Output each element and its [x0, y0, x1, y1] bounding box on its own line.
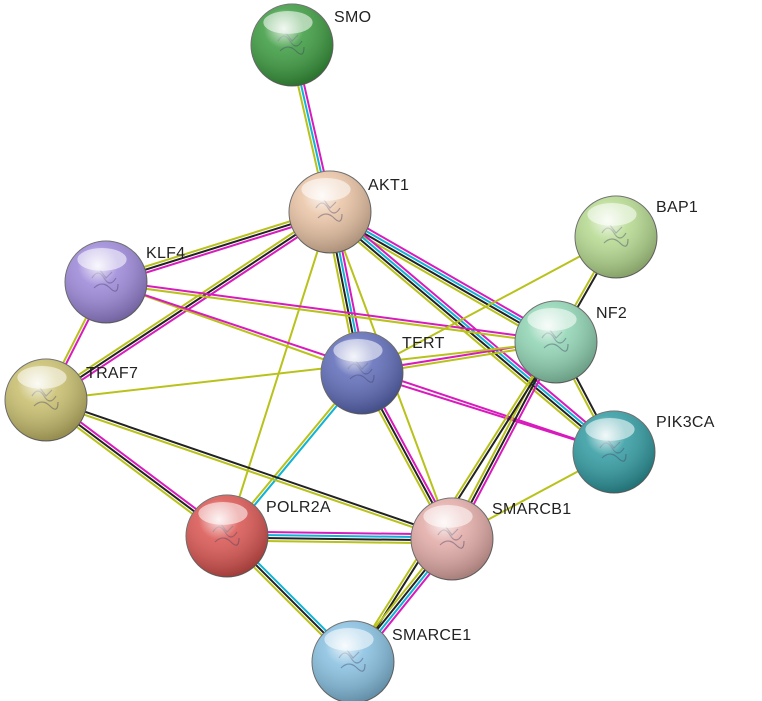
edge-akt1-traf7[interactable] — [43, 208, 333, 404]
node-highlight — [423, 504, 473, 528]
node-highlight — [17, 365, 67, 389]
node-label-nf2: NF2 — [596, 305, 627, 322]
node-label-traf7: TRAF7 — [86, 365, 138, 382]
edge-traf7-nf2[interactable] — [45, 341, 557, 401]
node-label-akt1: AKT1 — [368, 177, 409, 194]
node-label-smarce1: SMARCE1 — [392, 627, 471, 644]
edge-evidence-databases — [329, 209, 558, 342]
node-highlight — [77, 247, 127, 271]
node-highlight — [585, 417, 635, 441]
edge-evidence-databases — [329, 209, 616, 452]
node-label-smo: SMO — [334, 9, 371, 26]
node-smarcb1[interactable] — [410, 497, 494, 581]
edge-traf7-smarcb1[interactable] — [44, 397, 454, 542]
nodes-layer — [4, 3, 658, 701]
node-bap1[interactable] — [574, 195, 658, 279]
node-highlight — [324, 627, 374, 651]
node-highlight — [301, 177, 351, 201]
edge-evidence-experiments — [331, 207, 560, 340]
node-label-tert: TERT — [402, 335, 445, 352]
node-label-bap1: BAP1 — [656, 199, 698, 216]
node-label-polr2a: POLR2A — [266, 499, 331, 516]
node-highlight — [587, 202, 637, 226]
node-highlight — [527, 307, 577, 331]
edge-evidence-experiments — [105, 279, 558, 342]
edge-evidence-textmining — [326, 214, 613, 457]
node-smarce1[interactable] — [311, 620, 395, 701]
node-highlight — [198, 501, 248, 525]
node-highlight — [333, 338, 383, 362]
edge-evidence-experiments — [331, 207, 618, 450]
edge-evidence-textmining — [326, 214, 555, 347]
edge-evidence-experiments — [361, 372, 615, 453]
edge-evidence-textmining — [104, 282, 557, 345]
node-label-pik3ca: PIK3CA — [656, 414, 715, 431]
node-label-smarcb1: SMARCB1 — [492, 501, 571, 518]
edge-evidence-textmining — [44, 400, 453, 542]
node-traf7[interactable] — [4, 358, 88, 442]
node-tert[interactable] — [320, 331, 404, 415]
edge-bap1-tert[interactable] — [361, 236, 617, 374]
node-pik3ca[interactable] — [572, 410, 656, 494]
edge-evidence-coexpression — [328, 212, 557, 345]
edge-evidence-experiments — [46, 213, 333, 404]
node-akt1[interactable] — [288, 170, 372, 254]
edge-evidence-textmining — [45, 341, 557, 401]
edge-evidence-coexpression — [45, 397, 454, 539]
node-klf4[interactable] — [64, 240, 148, 324]
node-nf2[interactable] — [514, 300, 598, 384]
edge-evidence-textmining — [361, 236, 617, 374]
node-polr2a[interactable] — [185, 494, 269, 578]
edge-evidence-coexpression — [45, 211, 331, 401]
edge-tert-pik3ca[interactable] — [361, 372, 615, 453]
edge-evidence-textmining — [43, 208, 330, 399]
node-label-klf4: KLF4 — [146, 245, 185, 262]
edge-klf4-nf2[interactable] — [104, 279, 558, 345]
node-smo[interactable] — [250, 3, 334, 87]
node-highlight — [263, 10, 313, 34]
edge-akt1-nf2[interactable] — [326, 207, 560, 347]
